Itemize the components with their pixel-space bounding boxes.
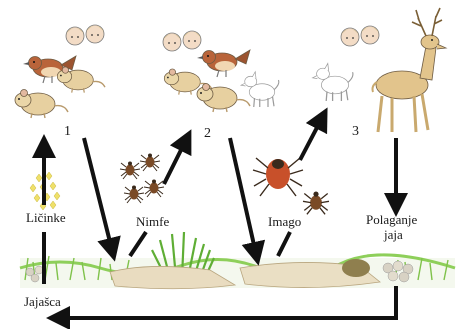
arrow-laying-to-eggs (58, 286, 396, 318)
host-number-3: 3 (352, 124, 359, 139)
adult-ticks (253, 158, 329, 214)
dog-icon (313, 63, 353, 101)
arrow-host1-to-ground (84, 138, 112, 250)
tick-icon (253, 158, 303, 196)
human-faces-icon (66, 25, 104, 45)
label-adult: Imago (268, 214, 301, 229)
bird-icon (197, 50, 250, 77)
label-larvae: Ličinke (26, 210, 66, 225)
rodent-icon (197, 84, 250, 113)
label-egg-laying: Polaganje jaja (366, 212, 421, 242)
label-eggs: Jajašca (24, 294, 61, 309)
host-group-1: 1 (15, 25, 105, 139)
nymph-ticks (120, 154, 164, 204)
tick-icon (144, 180, 164, 198)
tick-icon (120, 162, 140, 180)
rodent-icon (57, 67, 105, 93)
tick-icon (140, 154, 160, 172)
host-group-3: 3 (313, 8, 446, 139)
deer-icon (373, 8, 447, 132)
rodent-icon (15, 90, 68, 119)
human-faces-icon (163, 31, 201, 51)
label-egg-laying-line2: jaja (383, 227, 403, 242)
host-number-1: 1 (64, 124, 71, 139)
label-nymphs: Nimfe (136, 214, 169, 229)
tick-icon (303, 192, 329, 215)
human-faces-icon (341, 26, 379, 46)
arrow-nymphs-to-host2 (164, 140, 186, 184)
label-egg-laying-line1: Polaganje (366, 212, 417, 227)
tick-icon (124, 186, 144, 204)
host-number-2: 2 (204, 126, 211, 141)
arrow-host2-to-ground (230, 138, 256, 254)
arrow-ground-to-nymphs (130, 232, 146, 256)
arrow-adult-to-host3 (300, 118, 322, 160)
host-group-2: 2 (163, 31, 279, 141)
arrow-ground-to-adult (278, 232, 290, 256)
